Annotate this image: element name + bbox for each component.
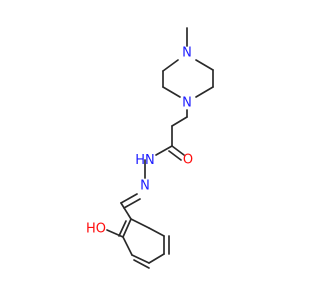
bond-benzene-6 xyxy=(148,227,165,237)
bond-chain-2 xyxy=(171,116,188,127)
bonds xyxy=(106,27,214,269)
bond-benzene-3 xyxy=(131,254,150,264)
atom-n-top: N xyxy=(182,46,192,61)
atom-o-carbonyl: O xyxy=(183,153,193,168)
bond-ring-2 xyxy=(195,59,214,71)
atom-nh-n: N xyxy=(145,153,155,168)
bond-carbonyl-a xyxy=(171,145,185,156)
bond-amide xyxy=(155,145,173,156)
bond-ring-5 xyxy=(195,86,214,98)
bond-ch-ring xyxy=(120,202,132,220)
bond-benzene-7 xyxy=(130,218,150,229)
bond-benzene-4 xyxy=(148,253,165,264)
bond-benzene-1b xyxy=(118,220,127,237)
bond-benzene-2 xyxy=(122,236,133,256)
molecule-structure: N N O HN N HO xyxy=(86,27,214,269)
atom-nh-h: H xyxy=(135,153,145,168)
atom-n-imine: N xyxy=(140,179,150,194)
bond-hydroxyl xyxy=(106,229,124,238)
atom-nh: HN xyxy=(135,153,155,168)
atom-n-bottom: N xyxy=(182,96,192,111)
bond-ring-6 xyxy=(162,86,181,98)
bond-ring-1 xyxy=(162,59,179,72)
atom-hydroxyl: HO xyxy=(86,222,106,237)
bond-carbonyl-b xyxy=(168,150,182,161)
atom-labels: N N O HN N HO xyxy=(86,46,193,237)
bond-benzene-1 xyxy=(122,218,132,238)
bond-imine-a xyxy=(120,193,138,204)
bond-imine-b xyxy=(123,198,141,209)
bond-benzene-3b xyxy=(133,259,150,269)
